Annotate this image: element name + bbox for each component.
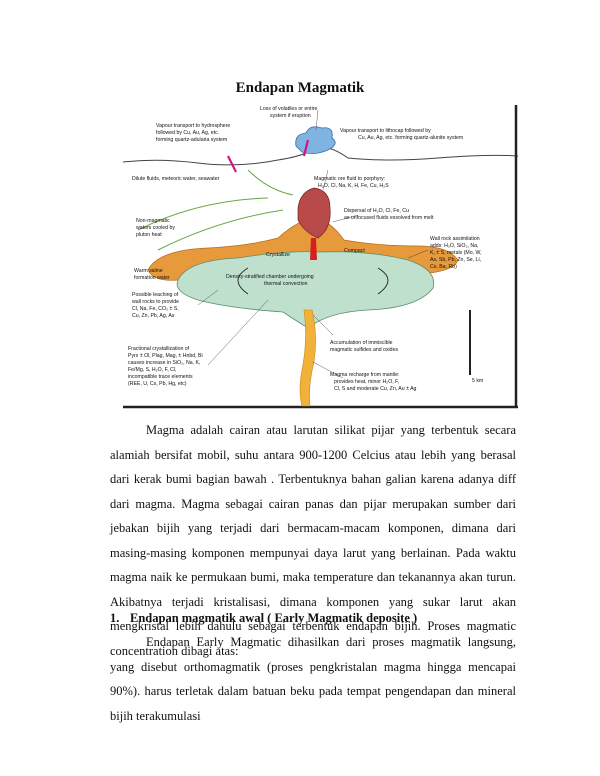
magmatic-deposit-diagram: Loss of volatiles or entire system if er… bbox=[118, 100, 524, 410]
label-loss-2: system if eruption bbox=[270, 113, 311, 119]
label-chamber-2: thermal convection bbox=[264, 281, 308, 287]
label-warm-1: Warm saline bbox=[134, 268, 163, 274]
porphyry-stock bbox=[297, 187, 331, 239]
section-heading-text: Endapan magmatik awal ( Early Magmatik d… bbox=[130, 611, 418, 625]
label-frac-3: causes increase in SiO₂, Na, K, bbox=[128, 360, 200, 366]
label-vapour-hydro-2: followed by Cu, Au, Ag, etc. bbox=[156, 130, 219, 136]
fluid-marker-right bbox=[302, 139, 310, 157]
diagram-leader-line bbox=[207, 299, 269, 366]
diagram-leader-line bbox=[315, 109, 319, 131]
section-number: 1. bbox=[110, 611, 120, 625]
diagram-leader-line bbox=[312, 361, 344, 379]
label-recharge-1: Magma recharge from mantle: bbox=[330, 372, 399, 378]
label-accum-1: Accumulation of immiscible bbox=[330, 340, 393, 346]
paragraph-early-magmatic: Endapan Early Magmatic dihasilkan dari p… bbox=[110, 635, 516, 723]
label-compact: Compact bbox=[344, 248, 365, 254]
label-scale: 5 km bbox=[472, 378, 483, 384]
label-warm-2: formation water bbox=[134, 275, 170, 281]
magma-chamber bbox=[176, 251, 435, 329]
section-heading-early-magmatic: 1. Endapan magmatik awal ( Early Magmatik… bbox=[110, 611, 417, 626]
label-crystallize: Crystallize bbox=[266, 252, 290, 258]
label-nonmag-3: pluton heat bbox=[136, 232, 162, 238]
convection-arrow-left bbox=[237, 267, 249, 295]
diagram-leader-line bbox=[332, 214, 359, 223]
label-frac-5: incompatible trace elements bbox=[128, 374, 193, 380]
page-title: Endapan Magmatik bbox=[235, 80, 365, 96]
label-vapour-hydro-1: Vapour transport to hydrosphere bbox=[156, 123, 230, 129]
meteoric-arrow-3 bbox=[157, 209, 284, 251]
label-vapour-litho-2: Cu, Au, Ag, etc. forming quartz-alunite … bbox=[358, 135, 463, 141]
label-dispersal-2: as unfocused fluids exsolved from melt bbox=[344, 215, 434, 221]
magma-conduit bbox=[310, 238, 317, 260]
label-ore-1: Magmatic ore fluid to porphyry: bbox=[314, 176, 385, 182]
label-vapour-hydro-3: forming quartz-adularia system bbox=[156, 137, 227, 143]
label-frac-1: Fractional crystallization of bbox=[128, 346, 190, 352]
label-vapour-litho-1: Vapour transport to lithocap followed by bbox=[340, 128, 431, 134]
fluid-marker-left bbox=[227, 155, 237, 173]
label-wallrock-4: As, Sb, Pb, Zn, Se, Li, bbox=[430, 257, 481, 263]
label-frac-6: (REE, U, Cs, Pb, Hg, etc) bbox=[128, 381, 187, 387]
diagram-leader-line bbox=[322, 169, 329, 191]
label-wallrock-1: Wall rock assimilation bbox=[430, 236, 480, 242]
label-leach-2: wall rocks to provide bbox=[132, 299, 179, 305]
label-frac-4: Fe/Mg, S, H₂O, F, Cl, bbox=[128, 367, 176, 373]
diagram-leader-line bbox=[312, 314, 334, 336]
meteoric-arrow-2 bbox=[137, 197, 269, 231]
label-dilute: Dilute fluids, meteoric water, seawater bbox=[132, 176, 220, 182]
label-wallrock-3: K, ± S, metals (Mo, W, bbox=[430, 250, 482, 256]
label-chamber-1: Density-stratified chamber undergoing bbox=[226, 274, 314, 280]
label-accum-2: magmatic sulfides and oxides bbox=[330, 347, 398, 353]
label-wallrock-2: adds: H₂O, SiO₂, Na, bbox=[430, 243, 478, 249]
meteoric-arrow-1 bbox=[247, 169, 294, 196]
label-recharge-2: provides heat, minor H₂O, F, bbox=[334, 379, 399, 385]
label-ore-2: H₂O, Cl, Na, K, H, Fe, Cu, H₂S bbox=[318, 183, 389, 189]
label-frac-2: Pyrx ± Ol, Plag, Mag, ± Hnbd, Bi bbox=[128, 353, 203, 359]
vapour-cloud bbox=[295, 126, 336, 154]
label-wallrock-5: Cs, Ba, Rb) bbox=[430, 264, 457, 270]
diagram-leader-line bbox=[197, 289, 219, 306]
recharge-dike bbox=[299, 309, 316, 407]
label-loss: Loss of volatiles or entire bbox=[260, 106, 317, 112]
label-nonmag-1: Non-magmatic bbox=[136, 218, 170, 224]
label-leach-1: Possible leaching of bbox=[132, 292, 179, 298]
diagram-leader-line bbox=[407, 249, 429, 259]
label-recharge-3: Cl, S and moderate Cu, Zn, Au ± Ag bbox=[334, 386, 417, 392]
label-dispersal-1: Dispersal of H₂O, Cl, Fe, Cu bbox=[344, 208, 409, 214]
paragraph-magma-definition: Magma adalah cairan atau larutan silikat… bbox=[110, 423, 516, 658]
label-leach-3: Cl, Na, Fe, CO₂ ± S, bbox=[132, 306, 179, 312]
label-nonmag-2: waters cooled by bbox=[136, 225, 175, 231]
label-leach-4: Cu, Zn, Pb, Ag, As bbox=[132, 313, 175, 319]
convection-arrow-right bbox=[377, 267, 389, 295]
diagram-svg: Loss of volatiles or entire system if er… bbox=[122, 105, 519, 409]
